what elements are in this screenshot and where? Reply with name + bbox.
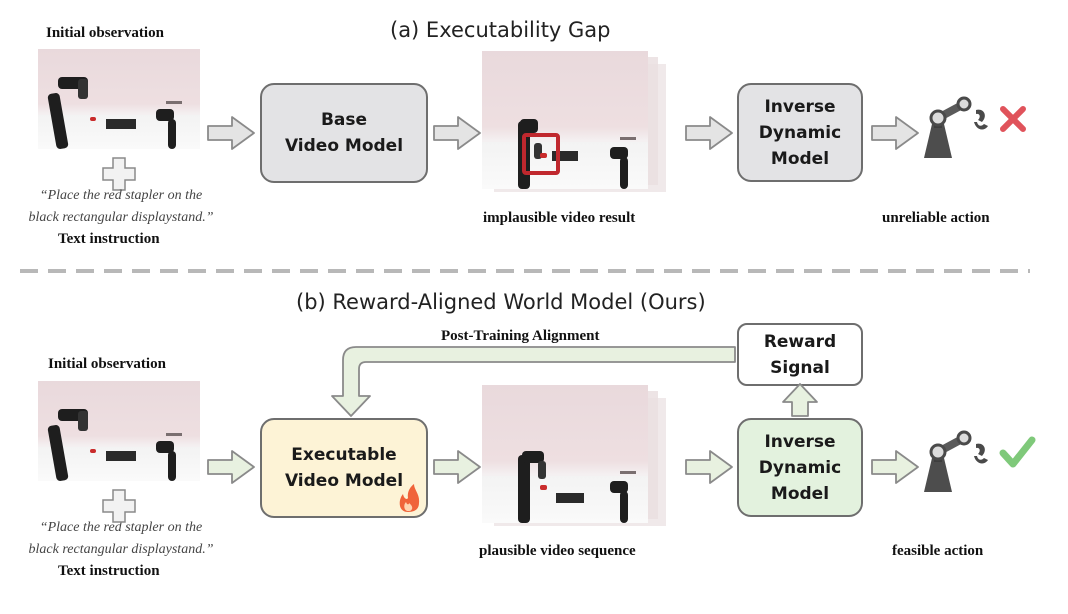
instruction-line-2: black rectangular displaystand.” — [28, 210, 214, 225]
initial-observation-label-b: Initial observation — [48, 356, 166, 372]
exec-model-line-1: Executable — [291, 445, 397, 465]
idm-line-1: Inverse — [764, 96, 836, 117]
base-video-model-box: Base Video Model — [260, 83, 428, 183]
inverse-dynamic-model-box-b: Inverse Dynamic Model — [737, 418, 863, 517]
idm-line-2: Dynamic — [758, 457, 842, 478]
base-model-line-2: Video Model — [284, 136, 404, 156]
executable-video-model-box: Executable Video Model — [260, 418, 428, 518]
arrow-base-to-video — [433, 116, 481, 150]
implausible-video-frame — [482, 51, 648, 189]
section-a-title: (a) Executability Gap — [390, 18, 611, 42]
arrow-obs-to-base — [207, 116, 255, 150]
plausible-video-label: plausible video sequence — [479, 543, 636, 559]
instruction-line-1: “Place the red stapler on the — [39, 520, 203, 535]
instruction-text-b: “Place the red stapler on the black rect… — [18, 517, 224, 561]
highlight-box — [522, 133, 560, 175]
instruction-text-a: “Place the red stapler on the black rect… — [18, 185, 224, 229]
arrow-video-to-idm-a — [685, 116, 733, 150]
cross-icon — [1000, 106, 1026, 132]
feasible-action-label: feasible action — [892, 543, 984, 559]
arrow-idm-to-action-a — [871, 116, 919, 150]
arrow-idm-to-reward — [782, 383, 818, 417]
instruction-line-1: “Place the red stapler on the — [39, 188, 203, 203]
reward-line-2: Signal — [770, 357, 830, 378]
base-model-line-1: Base — [320, 110, 368, 130]
text-instruction-label-b: Text instruction — [58, 563, 160, 579]
exec-model-line-2: Video Model — [284, 471, 404, 491]
initial-observation-label-a: Initial observation — [46, 25, 164, 41]
robot-arm-icon — [924, 96, 988, 158]
implausible-video-label: implausible video result — [483, 210, 636, 226]
robot-arm-icon — [924, 430, 988, 492]
idm-line-2: Dynamic — [758, 122, 842, 143]
check-icon — [999, 436, 1036, 468]
initial-observation-image-b — [38, 381, 200, 481]
idm-line-3: Model — [770, 483, 830, 504]
instruction-line-2: black rectangular displaystand.” — [28, 542, 214, 557]
inverse-dynamic-model-box-a: Inverse Dynamic Model — [737, 83, 863, 182]
post-training-alignment-label: Post-Training Alignment — [441, 328, 600, 344]
plausible-video-frame — [482, 385, 648, 523]
arrow-obs-to-exec — [207, 450, 255, 484]
reward-line-1: Reward — [763, 331, 837, 352]
unreliable-action-label: unreliable action — [882, 210, 990, 226]
arrow-idm-to-action-b — [871, 450, 919, 484]
idm-line-3: Model — [770, 148, 830, 169]
text-instruction-label-a: Text instruction — [58, 231, 160, 247]
arrow-exec-to-video — [433, 450, 481, 484]
reward-signal-box: Reward Signal — [737, 323, 863, 386]
section-b-title: (b) Reward-Aligned World Model (Ours) — [296, 290, 706, 314]
initial-observation-image-a — [38, 49, 200, 149]
arrow-video-to-idm-b — [685, 450, 733, 484]
idm-line-1: Inverse — [764, 431, 836, 452]
